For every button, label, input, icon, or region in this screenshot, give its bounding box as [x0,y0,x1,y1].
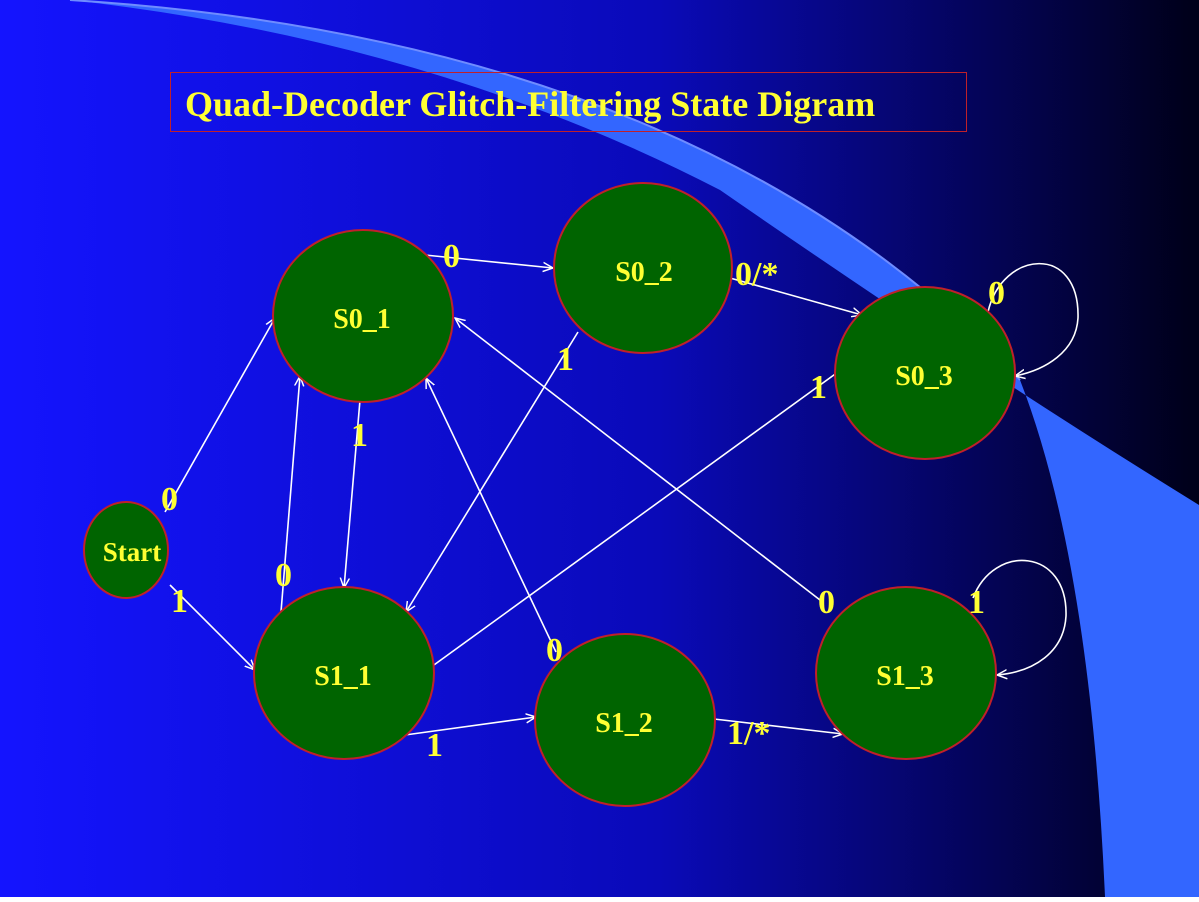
state-s0-1: S0_1 [272,229,454,403]
title-box: Quad-Decoder Glitch-Filtering State Digr… [170,72,967,132]
state-s1-3: S1_3 [815,586,997,760]
edge-s0-2-to-s0-3 [729,277,862,315]
state-s0-2: S0_2 [553,182,733,354]
label-s0-3-to-s1-1: 1 [810,369,827,406]
edge-start-to-s1-1 [169,584,255,670]
label-s0-3-self: 0 [988,275,1005,312]
state-start: Start [83,501,169,599]
label-s1-1-to-s1-2: 1 [426,727,443,764]
state-s1-2: S1_2 [534,633,716,807]
slide-title: Quad-Decoder Glitch-Filtering State Digr… [185,84,876,124]
state-nodes: Start S0_1 S0_2 S0_3 S1_1 S1_2 [83,182,1016,807]
transition-edges [164,254,1079,736]
state-s0-3: S0_3 [834,286,1016,460]
label-s1-2-to-s1-3: 1/* [727,715,770,752]
state-s1-2-label: S1_2 [595,708,653,739]
edge-s0-2-to-s1-1 [406,331,579,612]
edge-s1-1-to-s1-2 [404,717,536,736]
state-s1-1: S1_1 [253,586,435,760]
state-s0-1-label: S0_1 [333,304,391,335]
state-s0-2-label: S0_2 [615,257,673,288]
label-s1-3-self: 1 [968,584,985,621]
label-s1-2-to-s0-1: 0 [546,632,563,669]
edge-s0-1-to-s0-2 [424,254,553,268]
state-s1-1-label: S1_1 [314,661,372,692]
edge-s1-3-to-s0-1 [455,318,821,601]
edge-s0-3-self-loop [987,263,1079,376]
edge-start-to-s0-1 [164,318,275,513]
state-start-label: Start [103,537,161,567]
edge-s0-3-to-s1-1 [416,371,839,678]
state-s0-3-label: S0_3 [895,361,953,392]
edge-s1-3-self-loop [972,559,1067,675]
edge-s1-1-to-s0-1 [280,376,300,613]
label-s0-1-to-s0-2: 0 [443,238,460,275]
edge-s1-2-to-s1-3 [713,718,843,734]
label-start-to-s1-1: 1 [171,583,188,620]
label-s0-2-to-s0-3: 0/* [735,256,778,293]
edge-s0-1-to-s1-1 [344,399,361,588]
label-s0-1-to-s1-1: 1 [351,417,368,454]
label-start-to-s0-1: 0 [161,481,178,518]
transition-labels: 0 1 0 1 0/* 1 0 1 0 1 0 1/* 1 0 [161,238,1005,764]
label-s1-1-to-s0-1: 0 [275,557,292,594]
label-s1-3-to-s0-1: 0 [818,584,835,621]
label-s0-2-to-s1-1: 1 [557,341,574,378]
state-s1-3-label: S1_3 [876,661,934,692]
edge-s1-2-to-s0-1 [426,378,557,653]
